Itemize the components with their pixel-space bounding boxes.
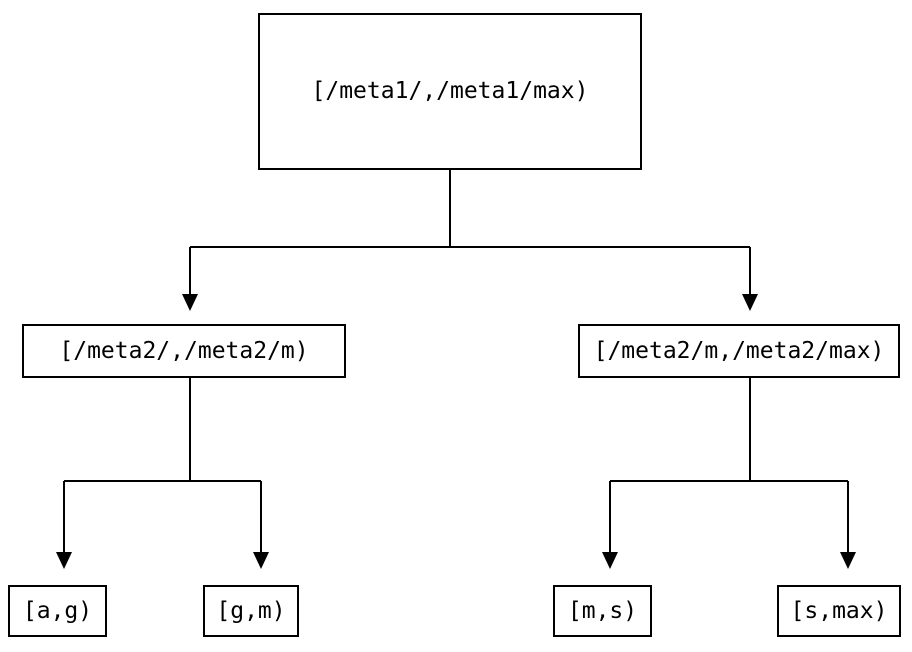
tree-node-meta2-high-label: [/meta2/m,/meta2/max): [593, 337, 885, 364]
tree-node-meta2-high: [/meta2/m,/meta2/max): [578, 324, 900, 378]
tree-leaf-gm-label: [g,m): [216, 597, 286, 624]
tree-leaf-smax: [s,max): [777, 585, 901, 637]
tree-leaf-smax-label: [s,max): [790, 597, 888, 624]
tree-leaf-ag: [a,g): [8, 585, 107, 637]
tree-leaf-gm: [g,m): [203, 585, 299, 637]
tree-node-root: [/meta1/,/meta1/max): [258, 13, 642, 170]
arrow-down-icon: [840, 552, 856, 569]
connector-left-subtree: [63, 378, 262, 553]
tree-node-meta2-low: [/meta2/,/meta2/m): [22, 324, 346, 378]
arrow-down-icon: [742, 294, 758, 311]
connector-right-subtree: [609, 378, 849, 553]
arrow-down-icon: [602, 552, 618, 569]
tree-node-meta2-low-label: [/meta2/,/meta2/m): [59, 337, 309, 364]
arrow-down-icon: [56, 552, 72, 569]
tree-leaf-ms: [m,s): [553, 585, 652, 637]
connector-root-to-level2: [189, 170, 751, 295]
tree-leaf-ms-label: [m,s): [567, 597, 638, 624]
tree-node-root-label: [/meta1/,/meta1/max): [311, 78, 589, 104]
arrow-down-icon: [182, 294, 198, 311]
tree-leaf-ag-label: [a,g): [22, 597, 93, 624]
arrow-down-icon: [253, 552, 269, 569]
